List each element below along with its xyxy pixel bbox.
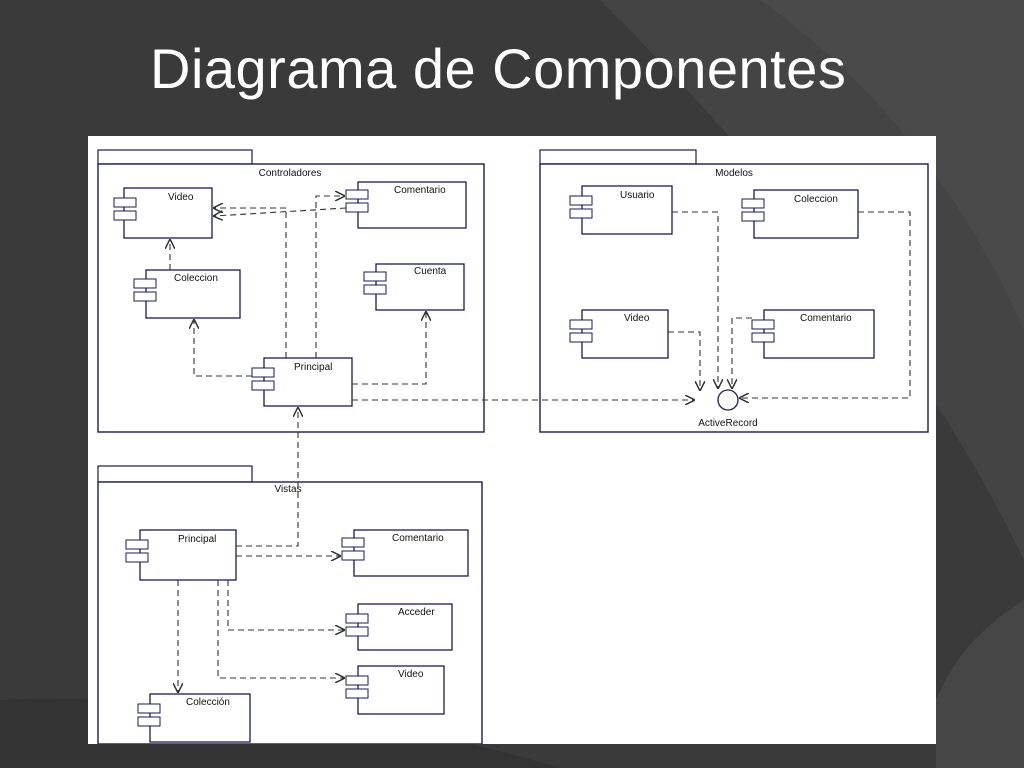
dep-comentario-to-activerecord bbox=[732, 317, 752, 388]
component-label: Comentario bbox=[392, 533, 444, 544]
dep-principal-to-video-1 bbox=[214, 208, 287, 358]
dep-vista-principal-to-ctrl-principal bbox=[236, 408, 298, 547]
package-label: Controladores bbox=[259, 168, 322, 179]
component-diagram: Controladores Modelos Vistas Video Comen… bbox=[97, 149, 929, 744]
component-ctrl-principal: Principal bbox=[251, 357, 353, 407]
component-label: Comentario bbox=[394, 185, 446, 196]
component-ctrl-comentario: Comentario bbox=[345, 181, 467, 229]
dep-principal-to-coleccion bbox=[194, 320, 252, 377]
component-label: Colección bbox=[186, 697, 230, 708]
component-model-coleccion: Coleccion bbox=[741, 189, 859, 239]
dep-vista-principal-to-video bbox=[217, 580, 344, 678]
dep-principal-to-comentario bbox=[315, 196, 344, 358]
component-vista-video: Video bbox=[345, 665, 445, 715]
component-label: Comentario bbox=[800, 313, 852, 324]
component-ctrl-cuenta: Cuenta bbox=[363, 263, 465, 311]
diagram-panel: Controladores Modelos Vistas Video Comen… bbox=[88, 136, 936, 744]
component-label: Coleccion bbox=[794, 194, 838, 205]
component-ctrl-coleccion: Coleccion bbox=[133, 269, 241, 319]
dep-vista-principal-to-acceder bbox=[227, 580, 344, 630]
component-model-comentario: Comentario bbox=[751, 309, 875, 359]
dep-coleccion-to-activerecord bbox=[740, 211, 911, 398]
package-tab bbox=[97, 149, 253, 165]
component-label: Video bbox=[398, 669, 424, 680]
interface-label: ActiveRecord bbox=[698, 418, 757, 429]
package-label: Modelos bbox=[715, 168, 753, 179]
component-vista-acceder: Acceder bbox=[345, 603, 453, 651]
dep-comentario-to-video bbox=[214, 207, 347, 216]
component-label: Cuenta bbox=[414, 266, 447, 277]
component-vista-coleccion: Colección bbox=[137, 693, 251, 743]
component-model-usuario: Usuario bbox=[569, 185, 673, 235]
component-ctrl-video: Video bbox=[113, 187, 213, 239]
component-label: Coleccion bbox=[174, 273, 218, 284]
component-label: Principal bbox=[178, 534, 216, 545]
component-label: Video bbox=[168, 192, 194, 203]
interface-activerecord: ActiveRecord bbox=[698, 389, 758, 429]
activerecord-lollipop-icon bbox=[717, 389, 739, 411]
vistas-dependencies bbox=[178, 408, 344, 692]
component-label: Usuario bbox=[620, 190, 655, 201]
component-label: Video bbox=[624, 313, 650, 324]
package-tab bbox=[97, 465, 253, 483]
package-label: Vistas bbox=[274, 484, 301, 495]
component-label: Acceder bbox=[398, 607, 435, 618]
component-model-video: Video bbox=[569, 309, 669, 359]
component-vista-comentario: Comentario bbox=[341, 529, 469, 577]
dep-video-to-activerecord bbox=[668, 331, 700, 390]
model-dependencies bbox=[668, 211, 911, 398]
slide-title: Diagrama de Componentes bbox=[150, 37, 847, 100]
dep-usuario-to-activerecord bbox=[672, 211, 718, 388]
component-label: Principal bbox=[294, 362, 332, 373]
dep-principal-to-cuenta bbox=[352, 312, 426, 385]
component-vista-principal: Principal bbox=[125, 529, 237, 581]
package-tab bbox=[539, 149, 697, 165]
ctrl-dependencies bbox=[170, 196, 694, 400]
